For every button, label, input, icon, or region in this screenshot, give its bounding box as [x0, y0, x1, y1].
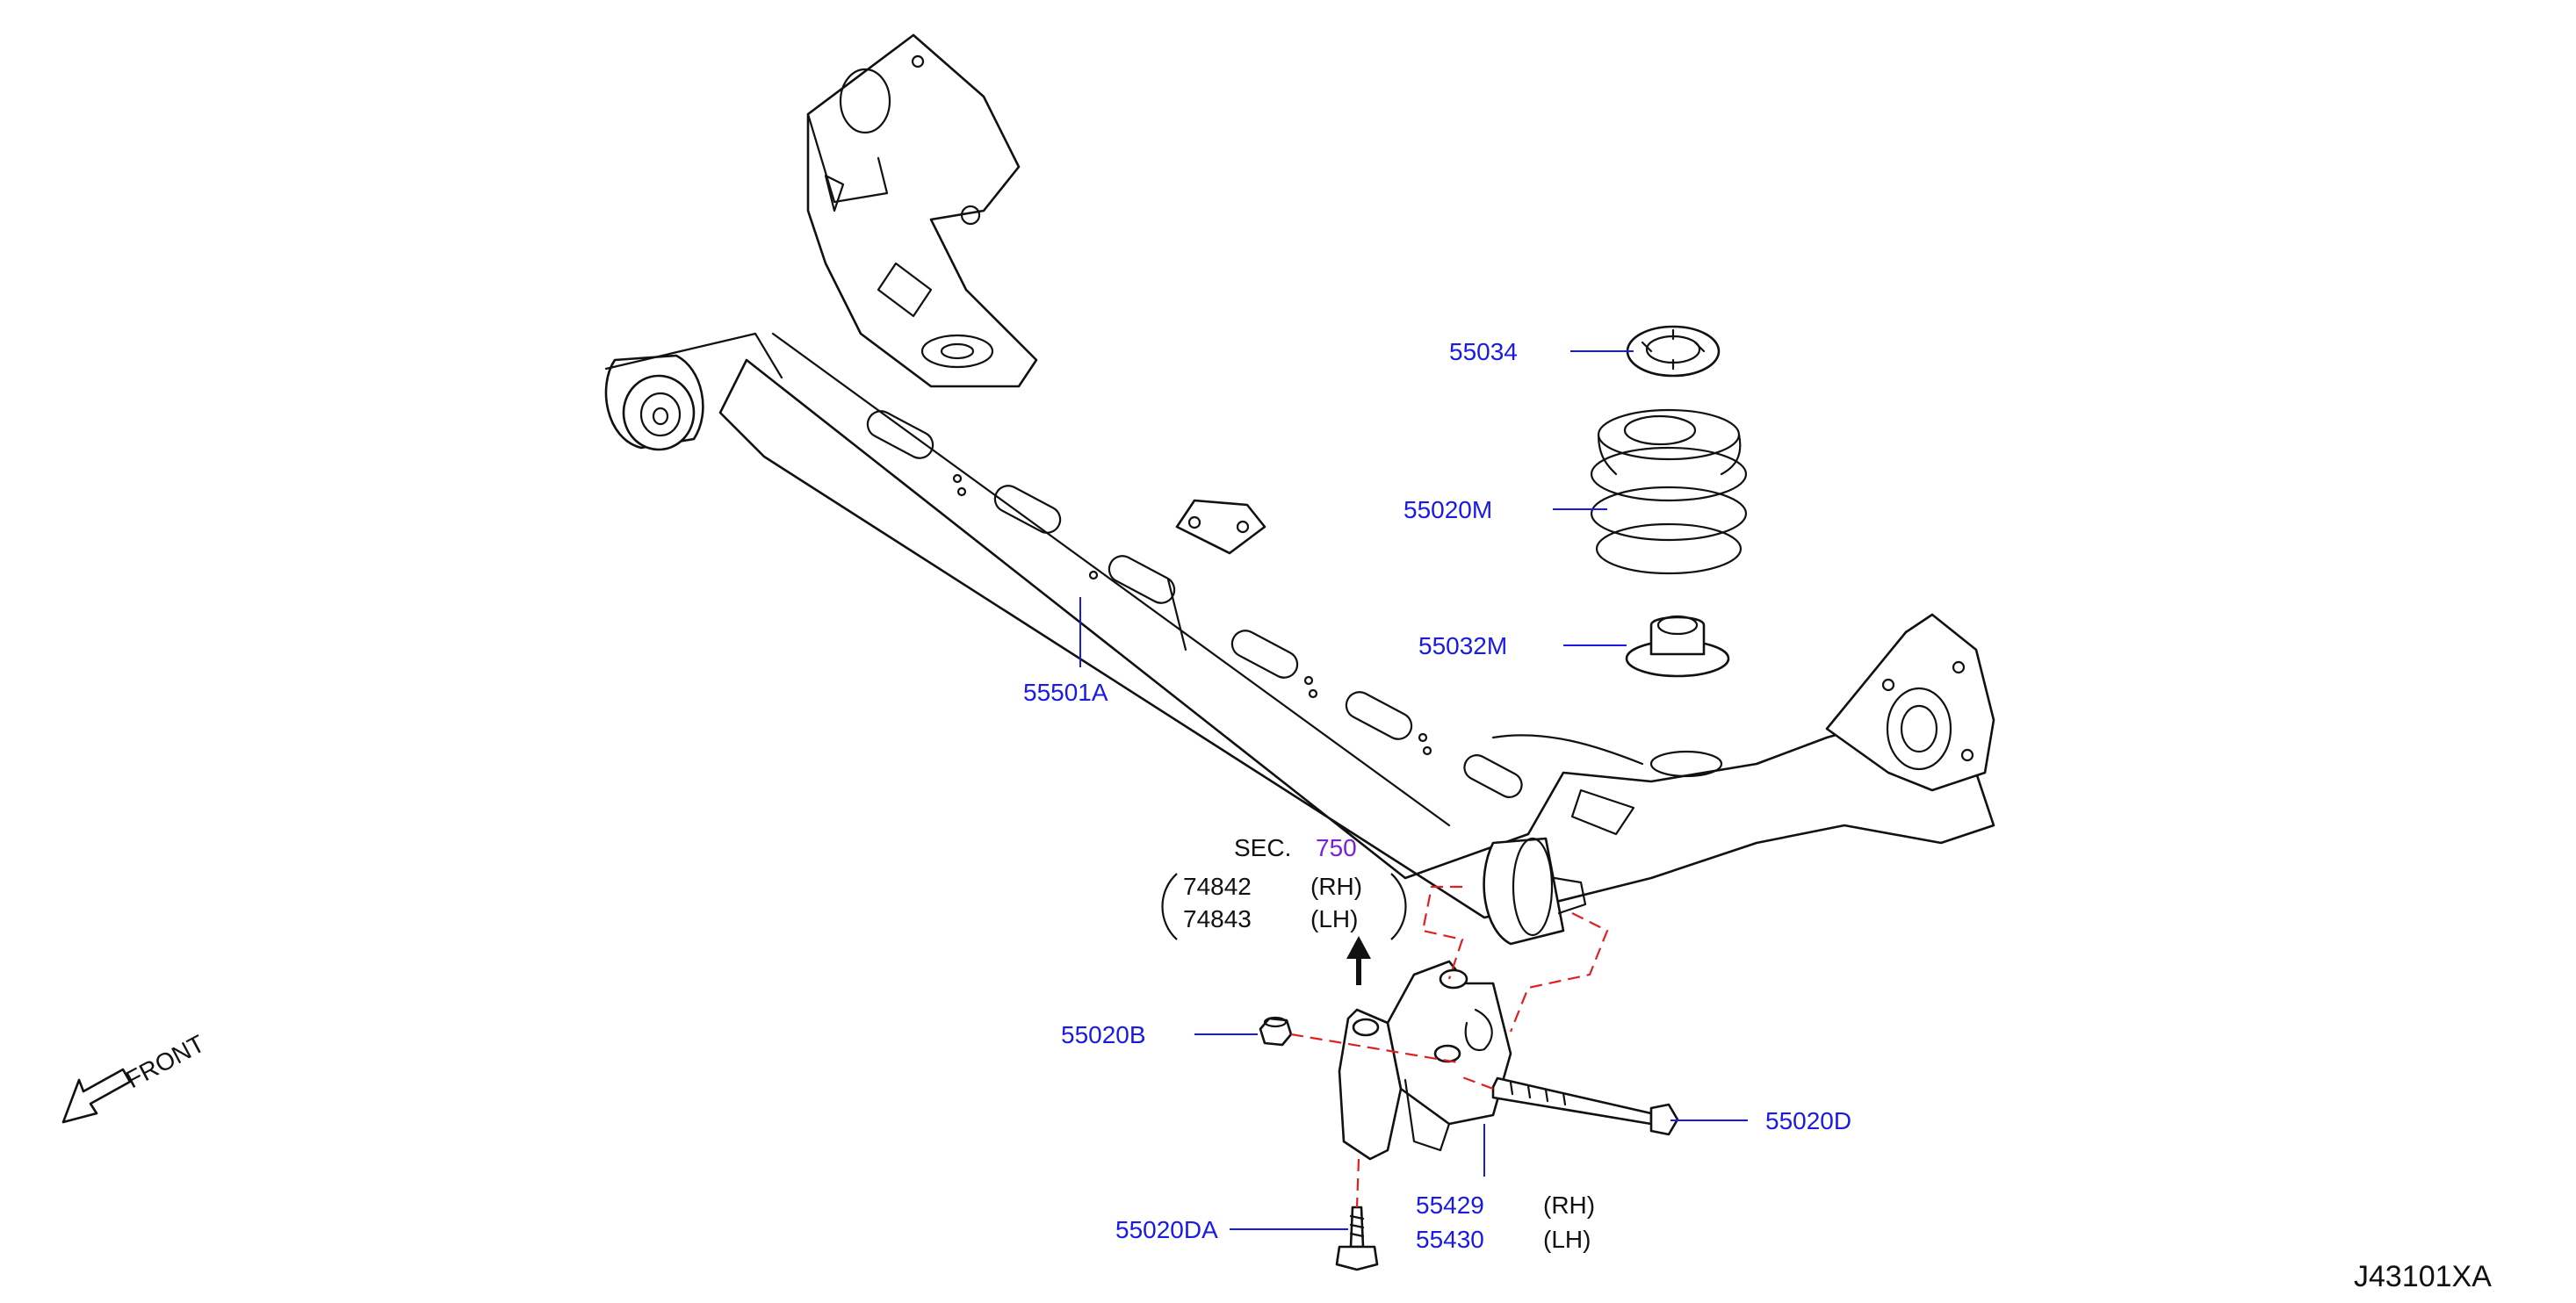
mounting-bracket-drawing	[1259, 960, 1679, 1271]
callout-55430[interactable]: 55430	[1416, 1226, 1484, 1253]
callout-55034[interactable]: 55034	[1449, 338, 1518, 365]
callout-55020M[interactable]: 55020M	[1403, 496, 1492, 523]
side-label-rh: (RH)	[1543, 1191, 1595, 1219]
section-right-paren	[1390, 873, 1407, 940]
callout-55429[interactable]: 55429	[1416, 1191, 1484, 1219]
section-part-number-lh: 74843	[1183, 905, 1252, 932]
callout-55032M[interactable]: 55032M	[1418, 632, 1507, 659]
section-part-side-lh: (LH)	[1310, 905, 1358, 932]
section-part-number-rh: 74842	[1183, 873, 1252, 900]
direction-arrow-icon	[1346, 936, 1371, 985]
callout-55020DA[interactable]: 55020DA	[1115, 1216, 1218, 1243]
front-arrow-icon	[61, 1068, 132, 1124]
spring-assembly-drawing	[1590, 325, 1748, 678]
front-label: FRONT	[121, 1030, 209, 1094]
section-left-paren	[1161, 873, 1178, 940]
callout-55020D[interactable]: 55020D	[1765, 1107, 1851, 1134]
front-indicator: FRONT	[61, 1030, 209, 1124]
section-prefix: SEC.	[1234, 834, 1291, 861]
section-number-link[interactable]: 750	[1316, 834, 1357, 861]
section-part-side-rh: (RH)	[1310, 873, 1362, 900]
section-reference: SEC. 750 74842 (RH) 74843 (LH)	[1161, 834, 1407, 940]
side-label-lh: (LH)	[1543, 1226, 1591, 1253]
assembly-guide-lines	[1290, 885, 1609, 1208]
callout-55501A[interactable]: 55501A	[1023, 679, 1108, 706]
diagram-reference-code: J43101XA	[2354, 1260, 2492, 1293]
rear-axle-beam-drawing	[604, 33, 1995, 946]
leader-lines	[1079, 350, 1748, 1230]
callout-55020B[interactable]: 55020B	[1061, 1021, 1146, 1048]
